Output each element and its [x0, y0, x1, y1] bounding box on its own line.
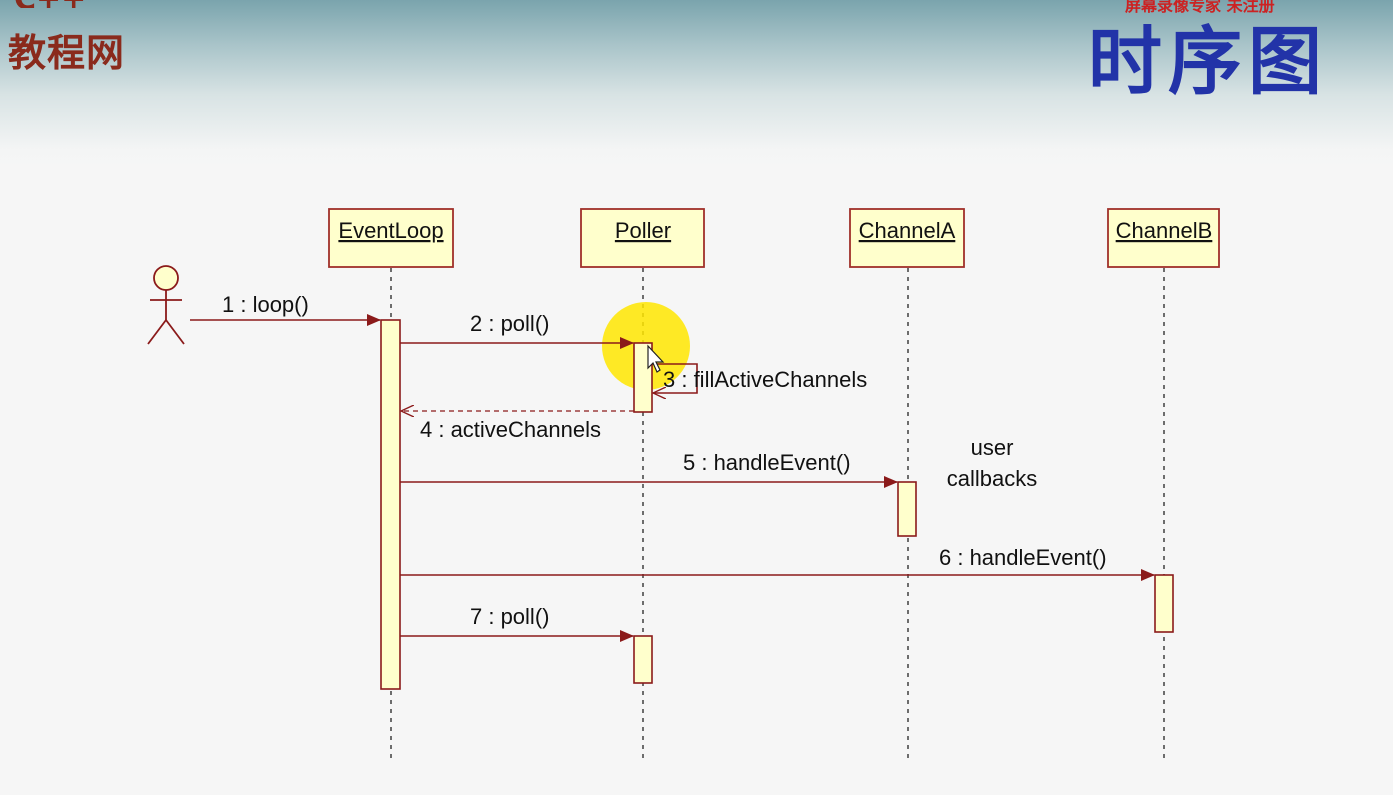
message-6-label: 6 : handleEvent(): [939, 545, 1107, 570]
message-3-arrow: [652, 363, 698, 393]
object-eventloop: EventLoop: [328, 208, 454, 268]
object-poller: Poller: [580, 208, 705, 268]
message-4-label: 4 : activeChannels: [420, 417, 601, 442]
object-name-channela: ChannelA: [859, 218, 956, 243]
message-7-label: 7 : poll(): [470, 604, 549, 629]
actor-icon: [147, 265, 185, 345]
activation-eventloop: [380, 319, 401, 690]
object-name-eventloop: EventLoop: [338, 218, 443, 243]
note-line-1: user: [971, 435, 1014, 460]
object-channelb: ChannelB: [1107, 208, 1220, 268]
note-line-2: callbacks: [947, 466, 1037, 491]
header-banner: [0, 0, 1393, 170]
watermark-text: 屏幕录像专家 未注册: [1125, 0, 1275, 15]
logo-fragment: C++: [14, 0, 124, 8]
object-name-channelb: ChannelB: [1116, 218, 1213, 243]
site-logo: 教程网: [8, 31, 126, 75]
activation-poller-2: [633, 635, 653, 684]
object-channela: ChannelA: [849, 208, 965, 268]
message-5-label: 5 : handleEvent(): [683, 450, 851, 475]
message-2-label: 2 : poll(): [470, 311, 549, 336]
slide-title: 时序图: [1088, 19, 1328, 105]
message-3-label: 3 : fillActiveChannels: [663, 367, 867, 392]
object-name-poller: Poller: [615, 218, 671, 243]
activation-channelb: [1154, 574, 1174, 633]
activation-channela: [897, 481, 917, 537]
message-1-label: 1 : loop(): [222, 292, 309, 317]
mouse-cursor-icon: [647, 344, 665, 373]
